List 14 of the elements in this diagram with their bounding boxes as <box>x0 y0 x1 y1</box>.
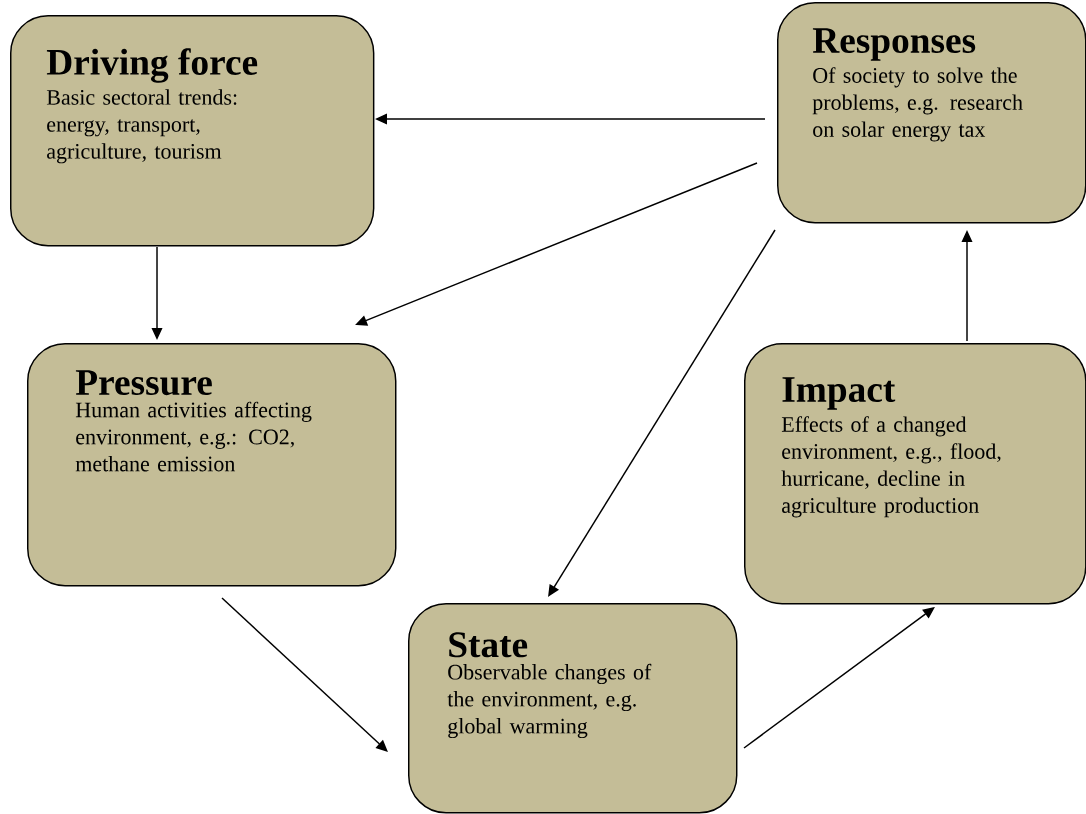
arrow <box>355 162 758 326</box>
box-description: Basic sectoral trends: energy, transport, agriculture, tourism <box>46 89 237 164</box>
box-title: Driving force <box>46 48 258 83</box>
box-title: Pressure <box>75 370 212 396</box>
box-description: Human activities affecting environment, e.g.: CO2, methane emission <box>75 401 312 472</box>
arrow <box>548 229 776 597</box>
box-description: Effects of a changed environment, e.g., flood, hurricane, decline in agriculture production <box>781 416 1001 518</box>
box-description: Observable changes of the environment, e.g. global warming <box>447 663 652 739</box>
box-description: Of society to solve the problems, e.g. research on solar energy tax <box>812 67 1023 142</box>
box-title: Impact <box>782 377 896 410</box>
arrow <box>221 597 388 752</box>
arrow <box>743 607 935 749</box>
box-title: Responses <box>812 28 976 61</box>
box-title: State <box>449 632 528 658</box>
